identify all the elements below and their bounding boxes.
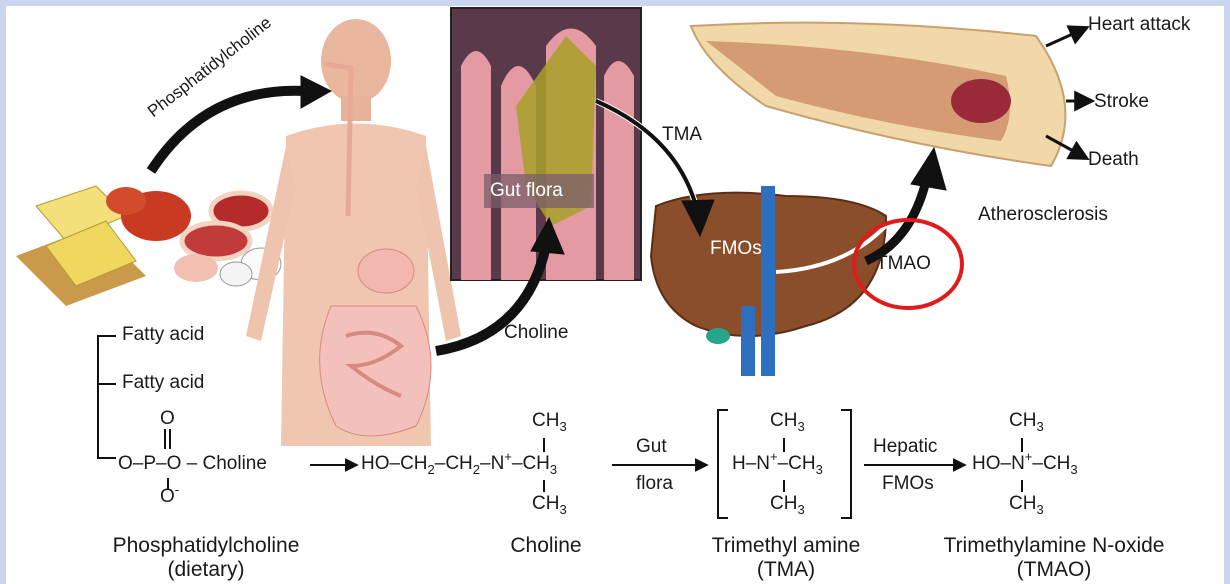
choline-label: Choline <box>504 322 568 344</box>
phosphate-row: O–P–O – Choline <box>118 453 267 475</box>
caption-choline: Choline <box>476 534 616 558</box>
step1-bottom-label: flora <box>636 473 673 495</box>
tma-ch3-top: CH3 <box>770 410 805 432</box>
tmao-ch3-top: CH3 <box>1009 410 1044 432</box>
fatty-acid-2: Fatty acid <box>122 372 204 394</box>
fmos-label: FMOs <box>710 238 762 260</box>
gut-flora-label: Gut flora <box>490 180 563 202</box>
step2-bottom-label: FMOs <box>882 473 934 495</box>
caption-tmao: Trimethylamine N-oxide(TMAO) <box>924 534 1184 582</box>
food-illustration <box>16 186 281 306</box>
tmao-ch3-bottom: CH3 <box>1009 493 1044 515</box>
outcome-stroke: Stroke <box>1094 91 1149 113</box>
human-body <box>246 19 461 446</box>
tma-formula: H–N+–CH3 <box>732 453 823 475</box>
artery <box>691 23 1065 166</box>
choline-ch3-top: CH3 <box>532 410 567 432</box>
liver <box>651 186 886 376</box>
phosphate-o-minus: O- <box>160 486 179 508</box>
outcome-death: Death <box>1088 149 1139 171</box>
fatty-acid-1: Fatty acid <box>122 324 204 346</box>
figure-panel: Phosphatidylcholine Gut flora TMA Cholin… <box>6 6 1224 584</box>
step1-top-label: Gut <box>636 436 667 458</box>
caption-phosphatidylcholine: Phosphatidylcholine(dietary) <box>106 534 306 582</box>
caption-tma: Trimethyl amine(TMA) <box>696 534 876 582</box>
phosphate-o-top: O <box>160 408 175 430</box>
tma-ch3-bottom: CH3 <box>770 493 805 515</box>
choline-formula: HO–CH2–CH2–N+–CH3 <box>361 453 557 475</box>
choline-ch3-bottom: CH3 <box>532 493 567 515</box>
tmao-label: TMAO <box>876 253 931 275</box>
atherosclerosis-label: Atherosclerosis <box>978 204 1108 226</box>
tma-label: TMA <box>662 124 702 146</box>
tmao-formula: HO–N+–CH3 <box>972 453 1078 475</box>
step2-top-label: Hepatic <box>873 436 937 458</box>
outcome-heart-attack: Heart attack <box>1088 14 1190 36</box>
